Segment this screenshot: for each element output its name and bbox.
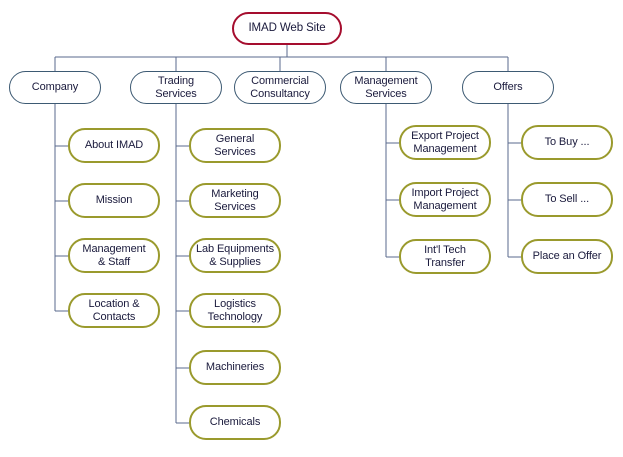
node-leaf-management-services-2[interactable]: Int'l Tech Transfer bbox=[399, 239, 491, 274]
node-root-imad-web-site[interactable]: IMAD Web Site bbox=[232, 12, 342, 45]
node-leaf-company-0[interactable]: About IMAD bbox=[68, 128, 160, 163]
node-leaf-management-services-0[interactable]: Export Project Management bbox=[399, 125, 491, 160]
node-leaf-trading-services-5[interactable]: Chemicals bbox=[189, 405, 281, 440]
node-section-company[interactable]: Company bbox=[9, 71, 101, 104]
node-leaf-trading-services-2[interactable]: Lab Equipments & Supplies bbox=[189, 238, 281, 273]
node-leaf-management-services-1[interactable]: Import Project Management bbox=[399, 182, 491, 217]
node-section-management-services[interactable]: Management Services bbox=[340, 71, 432, 104]
node-leaf-trading-services-4[interactable]: Machineries bbox=[189, 350, 281, 385]
node-leaf-trading-services-3[interactable]: Logistics Technology bbox=[189, 293, 281, 328]
node-leaf-offers-2[interactable]: Place an Offer bbox=[521, 239, 613, 274]
node-leaf-company-2[interactable]: Management & Staff bbox=[68, 238, 160, 273]
node-leaf-company-1[interactable]: Mission bbox=[68, 183, 160, 218]
node-section-commercial-consultancy[interactable]: Commercial Consultancy bbox=[234, 71, 326, 104]
node-leaf-trading-services-1[interactable]: Marketing Services bbox=[189, 183, 281, 218]
node-section-trading-services[interactable]: Trading Services bbox=[130, 71, 222, 104]
node-leaf-offers-0[interactable]: To Buy ... bbox=[521, 125, 613, 160]
node-section-offers[interactable]: Offers bbox=[462, 71, 554, 104]
node-leaf-offers-1[interactable]: To Sell ... bbox=[521, 182, 613, 217]
node-leaf-trading-services-0[interactable]: General Services bbox=[189, 128, 281, 163]
node-leaf-company-3[interactable]: Location & Contacts bbox=[68, 293, 160, 328]
